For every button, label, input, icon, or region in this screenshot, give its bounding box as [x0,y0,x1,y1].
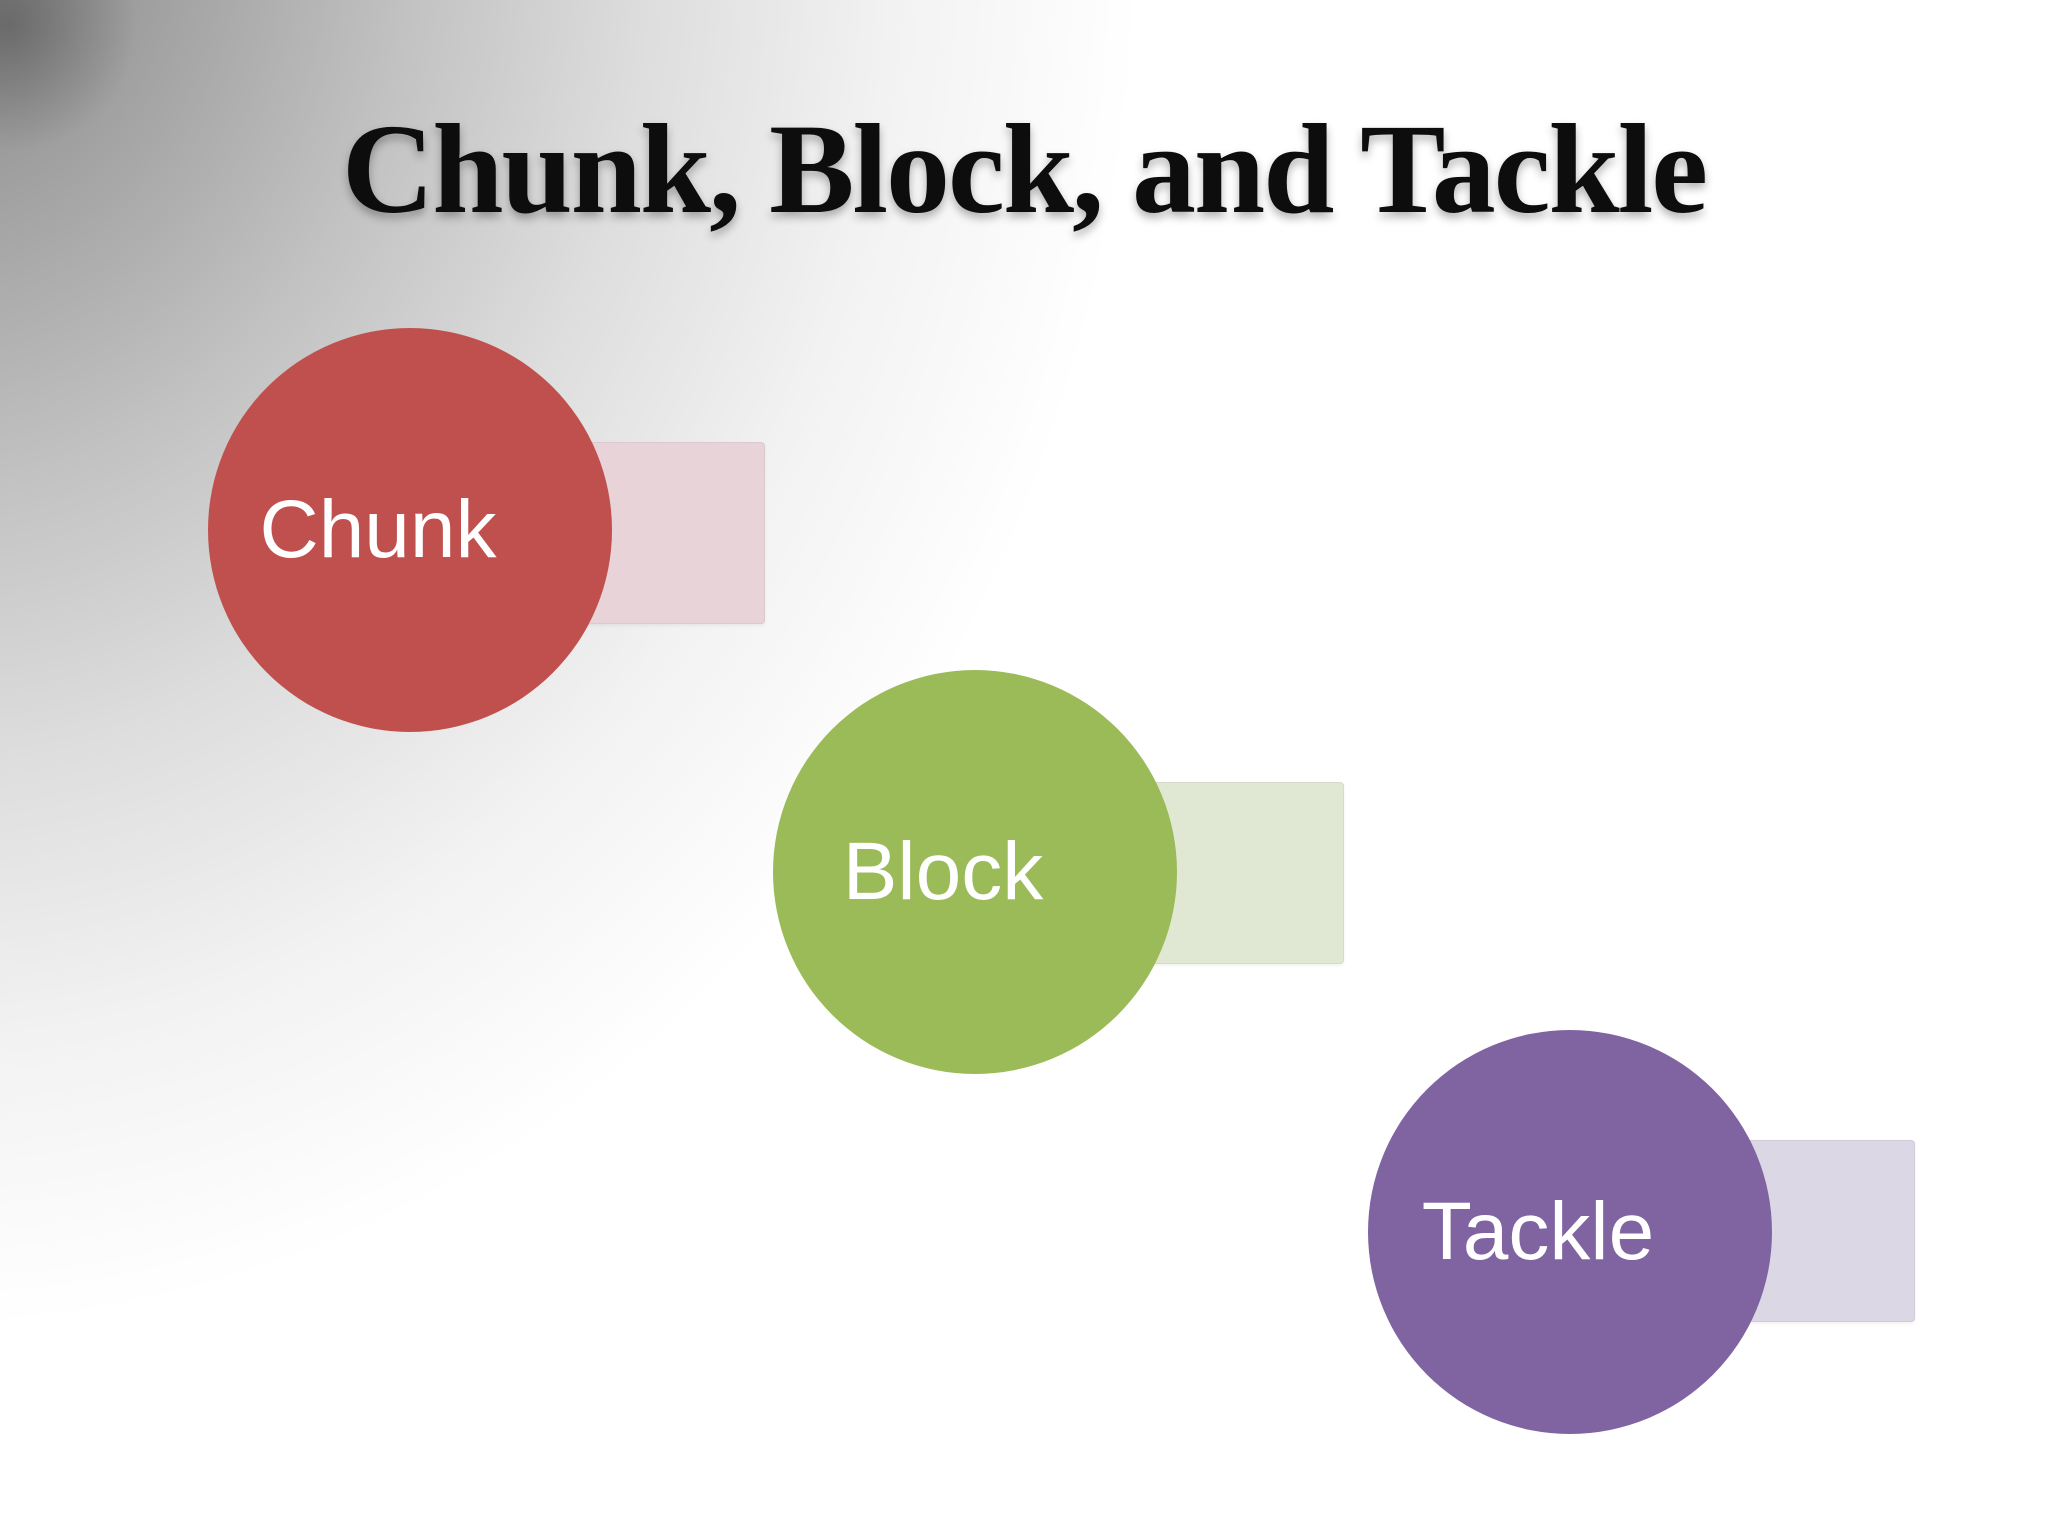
block-label: Block [842,826,1044,917]
slide-title: Chunk, Block, and Tackle [341,98,1708,240]
tackle-label: Tackle [1421,1186,1655,1277]
block-circle: Block [773,670,1177,1074]
chunk-circle: Chunk [208,328,612,732]
chunk-label: Chunk [259,484,497,575]
tackle-circle: Tackle [1368,1030,1772,1434]
